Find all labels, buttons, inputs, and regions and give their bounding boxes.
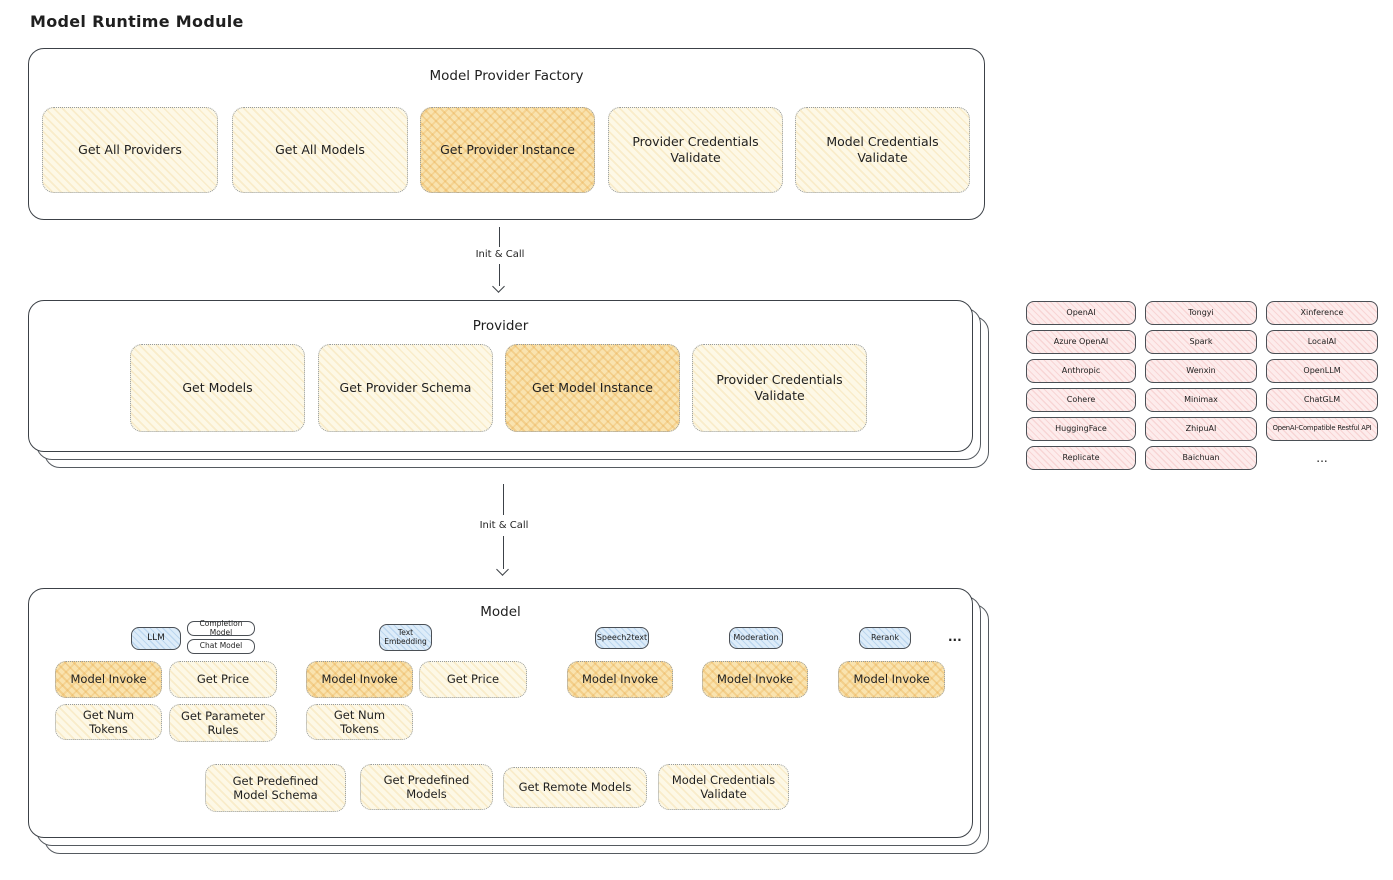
factory-node-provider-credentials-validate: Provider Credentials Validate xyxy=(608,107,783,193)
llm-node-get-price: Get Price xyxy=(169,661,277,698)
arrow-factory-to-provider-line xyxy=(499,227,500,247)
providers-panel: OpenAI Tongyi Xinference Azure OpenAI Sp… xyxy=(1026,301,1378,470)
provider-chip-xinference: Xinference xyxy=(1266,301,1378,325)
factory-box-title: Model Provider Factory xyxy=(429,68,584,84)
provider-chip-baichuan: Baichuan xyxy=(1145,446,1257,470)
model-node-get-remote-models: Get Remote Models xyxy=(503,767,647,808)
llm-node-get-parameter-rules: Get Parameter Rules xyxy=(169,704,277,742)
arrow-provider-to-model-label: Init & Call xyxy=(476,520,532,531)
factory-node-get-provider-instance: Get Provider Instance xyxy=(420,107,595,193)
llm-node-get-num-tokens: Get Num Tokens xyxy=(55,704,162,740)
model-type-badge-text-embedding: Text Embedding xyxy=(379,624,432,651)
factory-node-model-credentials-validate: Model Credentials Validate xyxy=(795,107,970,193)
provider-chip-localai: LocalAI xyxy=(1266,330,1378,354)
arrow-factory-to-provider-head xyxy=(492,280,505,293)
provider-box-title: Provider xyxy=(472,318,529,334)
provider-chip-replicate: Replicate xyxy=(1026,446,1136,470)
model-types-more-ellipsis: ... xyxy=(948,630,962,644)
provider-chip-spark: Spark xyxy=(1145,330,1257,354)
model-node-get-predefined-model-schema: Get Predefined Model Schema xyxy=(205,764,346,812)
provider-chip-openllm: OpenLLM xyxy=(1266,359,1378,383)
text-embedding-node-get-price: Get Price xyxy=(419,661,527,698)
provider-chip-tongyi: Tongyi xyxy=(1145,301,1257,325)
provider-chip-huggingface: HuggingFace xyxy=(1026,417,1136,441)
rerank-node-model-invoke: Model Invoke xyxy=(838,661,945,698)
provider-chip-chatglm: ChatGLM xyxy=(1266,388,1378,412)
model-type-badge-speech2text: Speech2text xyxy=(595,627,649,649)
model-type-badge-chat-model: Chat Model xyxy=(187,639,255,654)
provider-chip-openai: OpenAI xyxy=(1026,301,1136,325)
arrow-provider-to-model-line2 xyxy=(503,536,504,569)
providers-more-ellipsis: ... xyxy=(1316,451,1328,465)
provider-chip-cohere: Cohere xyxy=(1026,388,1136,412)
page-title: Model Runtime Module xyxy=(30,12,244,31)
provider-node-get-provider-schema: Get Provider Schema xyxy=(318,344,493,432)
model-node-model-credentials-validate: Model Credentials Validate xyxy=(658,764,789,810)
text-embedding-node-get-num-tokens: Get Num Tokens xyxy=(306,704,413,740)
model-node-get-predefined-models: Get Predefined Models xyxy=(360,764,493,810)
provider-chip-openai-compatible: OpenAI-Compatible Restful API xyxy=(1266,417,1378,441)
arrow-provider-to-model-head xyxy=(496,563,509,576)
provider-chip-minimax: Minimax xyxy=(1145,388,1257,412)
factory-node-get-all-providers: Get All Providers xyxy=(42,107,218,193)
text-embedding-node-model-invoke: Model Invoke xyxy=(306,661,413,698)
model-type-badge-moderation: Moderation xyxy=(729,627,783,649)
provider-node-get-models: Get Models xyxy=(130,344,305,432)
arrow-factory-to-provider-label: Init & Call xyxy=(472,249,528,260)
provider-node-get-model-instance: Get Model Instance xyxy=(505,344,680,432)
provider-node-provider-credentials-validate: Provider Credentials Validate xyxy=(692,344,867,432)
arrow-provider-to-model-line xyxy=(503,484,504,515)
model-type-badge-completion-model: Completion Model xyxy=(187,620,255,636)
speech2text-node-model-invoke: Model Invoke xyxy=(567,661,673,698)
llm-node-model-invoke: Model Invoke xyxy=(55,661,162,698)
model-type-badge-llm: LLM xyxy=(131,627,181,650)
model-box-title: Model xyxy=(480,604,521,620)
arrow-factory-to-provider-line2 xyxy=(499,264,500,286)
factory-node-get-all-models: Get All Models xyxy=(232,107,408,193)
provider-chip-anthropic: Anthropic xyxy=(1026,359,1136,383)
model-type-badge-rerank: Rerank xyxy=(859,627,911,649)
provider-chip-azure-openai: Azure OpenAI xyxy=(1026,330,1136,354)
provider-chip-zhipuai: ZhipuAI xyxy=(1145,417,1257,441)
moderation-node-model-invoke: Model Invoke xyxy=(702,661,808,698)
provider-chip-wenxin: Wenxin xyxy=(1145,359,1257,383)
